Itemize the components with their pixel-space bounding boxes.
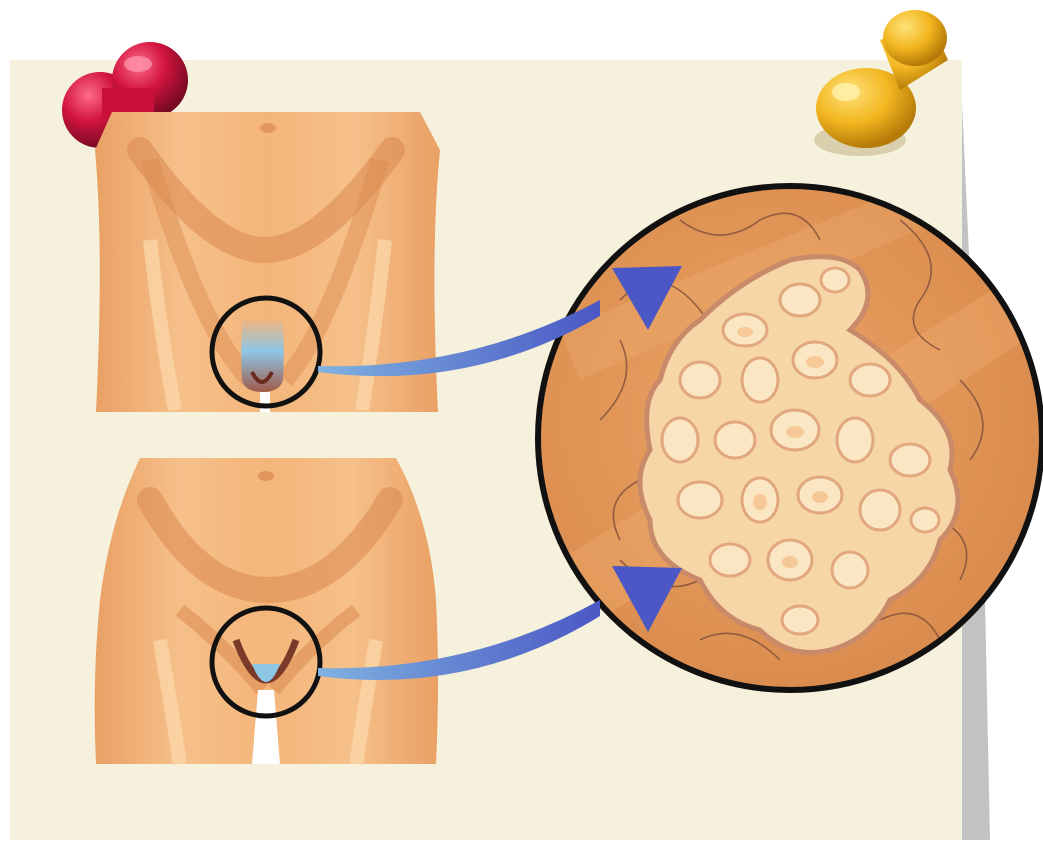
magnified-wart-cluster bbox=[538, 186, 1042, 690]
female-groin-panel bbox=[95, 458, 438, 764]
navel bbox=[260, 123, 276, 133]
navel bbox=[258, 471, 274, 481]
